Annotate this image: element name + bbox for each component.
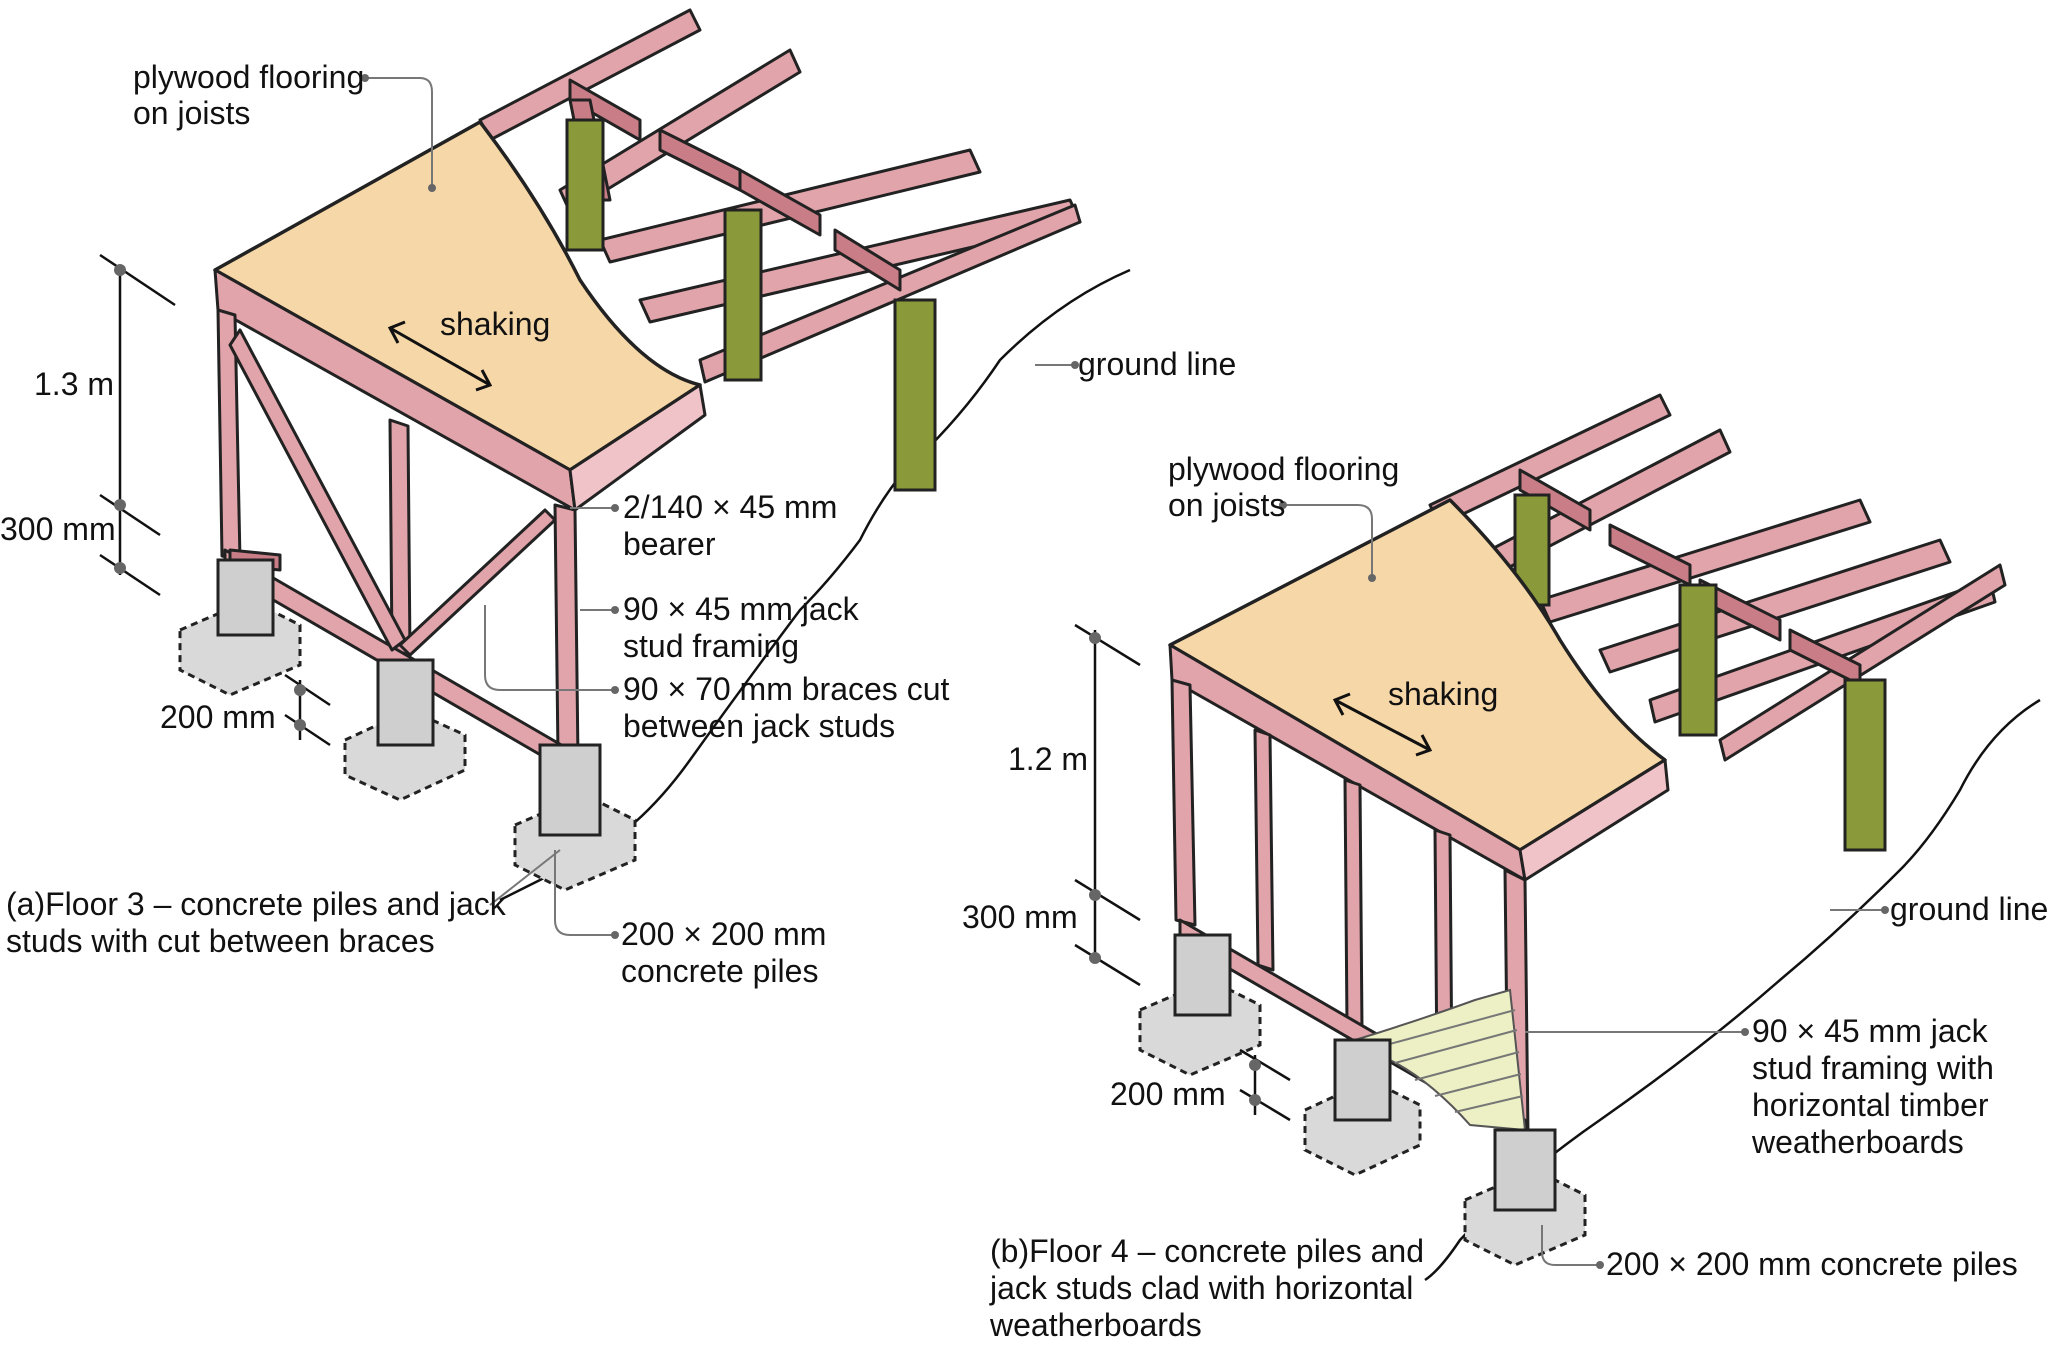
dim-height-a: 1.3 m [34,366,114,402]
piles-b [1138,933,1587,1267]
weatherboard-lines-b [1374,1009,1524,1113]
piles-a [178,558,637,892]
leaders-b [1279,501,1889,1269]
jack-stud-label-a: 90 × 45 mm jack stud framing [623,591,868,664]
ground-label-a: ground line [1078,346,1236,382]
post-b-3 [1843,678,1887,852]
plywood-sheet-b [1168,498,1667,852]
shaking-arrow-b [1332,692,1433,757]
dimension-lines-b [1074,623,1291,1122]
plywood-sheet-a [213,120,702,472]
post-b-2 [1678,583,1718,737]
shaking-label-b: shaking [1388,676,1498,712]
caption-a: (a)Floor 3 – concrete piles and jack stu… [6,886,515,959]
dim-pile-width-a: 200 mm [160,699,276,735]
dim-height-b: 1.2 m [1008,741,1088,777]
post-a-3 [893,298,937,492]
ground-label-b: ground line [1890,891,2048,927]
post-a-1 [565,118,605,252]
piles-label-b: 200 × 200 mm concrete piles [1606,1246,2018,1282]
caption-b: (b)Floor 4 – concrete piles and jack stu… [989,1233,1433,1343]
dimension-lines-a [99,253,331,747]
dim-pile-width-b: 200 mm [1110,1076,1226,1112]
shaking-arrow-a [387,320,493,392]
plywood-label-b: plywood flooring on joists [1168,451,1408,523]
dim-pile-height-a: 300 mm [0,511,116,547]
plywood-label-a: plywood flooring on joists [133,59,373,131]
jack-stud-label-b: 90 × 45 mm jack stud framing with horizo… [1751,1013,2003,1160]
diagram-a: shaking 1.3 m 300 mm 200 mm [0,8,1236,989]
dim-pile-height-b: 300 mm [962,899,1078,935]
diagram-b: shaking 1.2 m 300 mm 200 mm [962,393,2048,1343]
piles-label-a: 200 × 200 mm concrete piles [621,916,835,989]
braces-label-a: 90 × 70 mm braces cut between jack studs [623,671,958,744]
weatherboards-b [1352,988,1527,1132]
post-a-2 [723,208,763,382]
leaders-a [361,74,1079,939]
bearer-label-a: 2/140 × 45 mm bearer [623,489,846,562]
shaking-label-a: shaking [440,306,550,342]
